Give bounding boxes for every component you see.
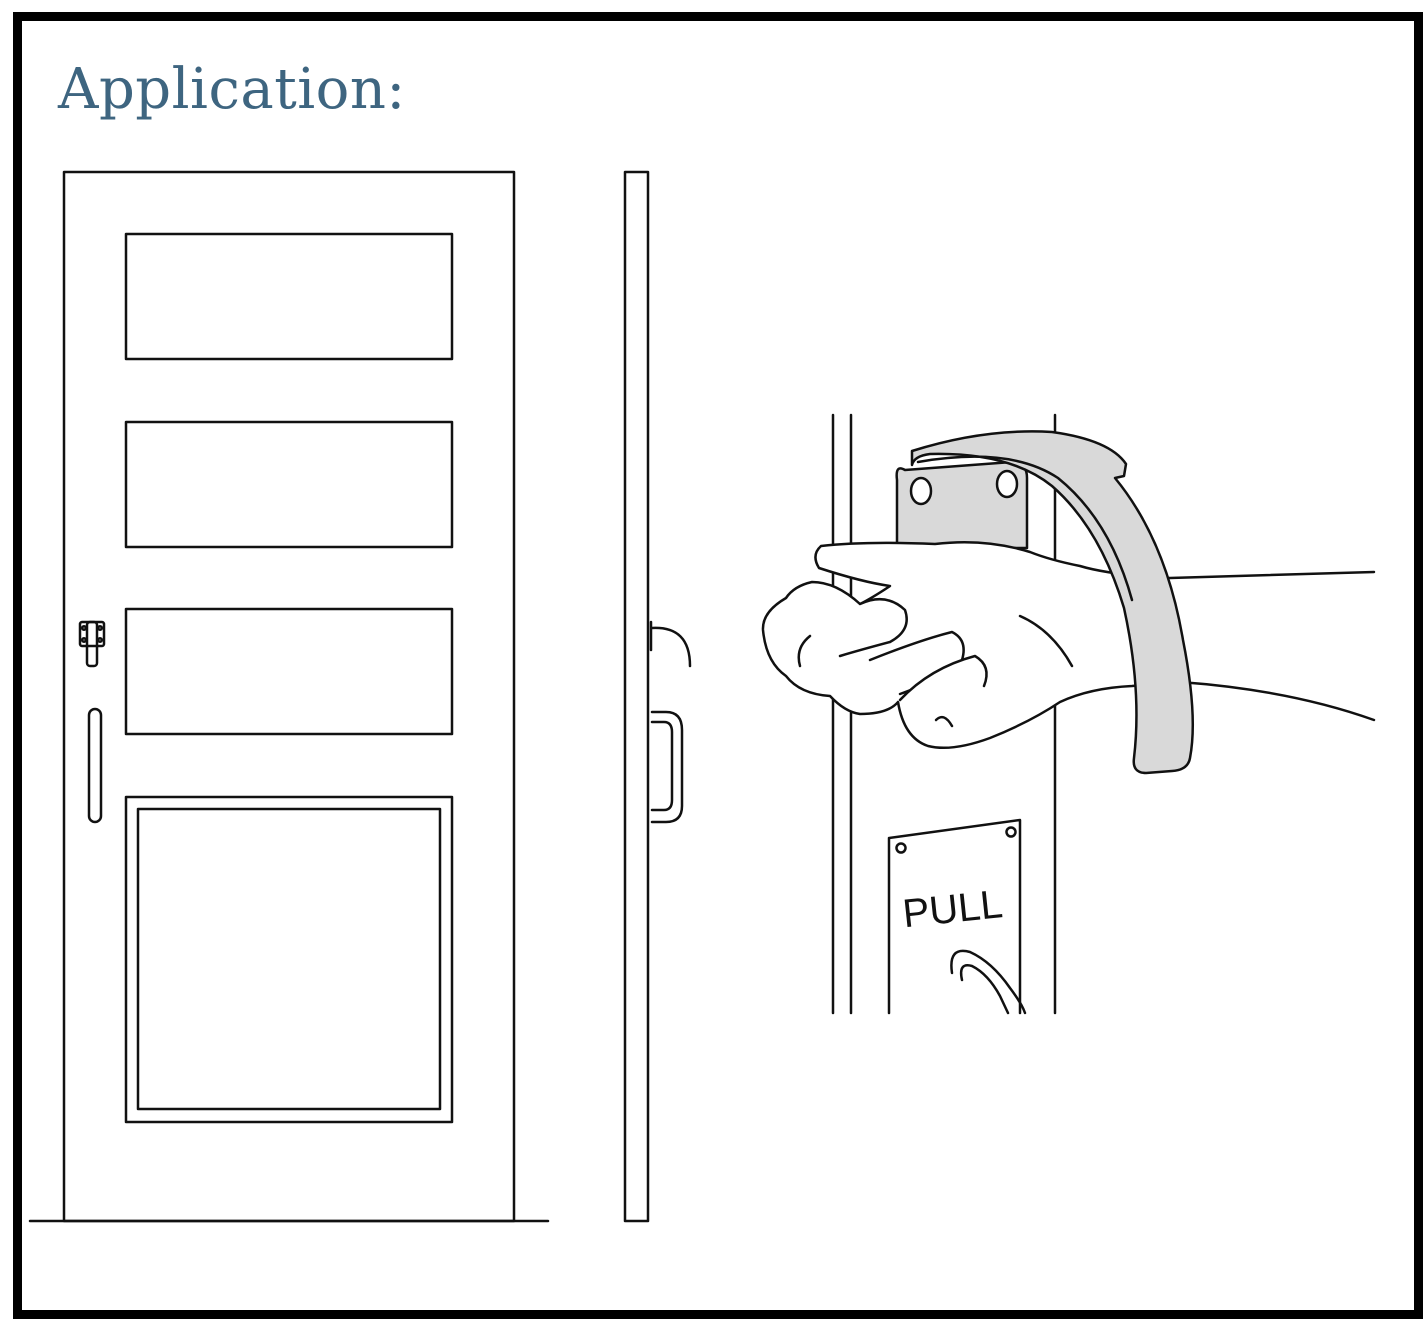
- door-side-view: [623, 170, 692, 1223]
- door-panel-2: [124, 420, 454, 549]
- pull-sign-text: PULL: [901, 882, 1005, 936]
- pull-lever-handle: [950, 949, 1027, 1015]
- plate-screw-1: [895, 842, 907, 854]
- plate-screw-2: [1005, 826, 1017, 838]
- door-front-view: [28, 170, 550, 1223]
- door-panel-4-inner: [136, 807, 442, 1111]
- hook-back-plate: [895, 460, 1029, 550]
- door-pull-handle: [87, 707, 103, 824]
- hook-front-icon: [78, 620, 106, 668]
- page-title: Application:: [58, 57, 406, 122]
- handle-side-outer: [650, 710, 684, 824]
- handle-side-inner: [650, 720, 674, 812]
- door-outline: [62, 170, 516, 1223]
- arm-and-hand: [761, 540, 1376, 750]
- hook-body: [910, 430, 1195, 775]
- hook-side-icon: [650, 626, 692, 668]
- door-panel-1: [124, 232, 454, 361]
- pull-plate: [887, 818, 1022, 1015]
- door-closeup: [831, 413, 1057, 1015]
- door-panel-3: [124, 607, 454, 736]
- door-panel-4: [124, 795, 454, 1124]
- pull-sign: [887, 818, 1027, 1015]
- door-edge: [623, 170, 650, 1223]
- door-opener-hook: [910, 430, 1195, 775]
